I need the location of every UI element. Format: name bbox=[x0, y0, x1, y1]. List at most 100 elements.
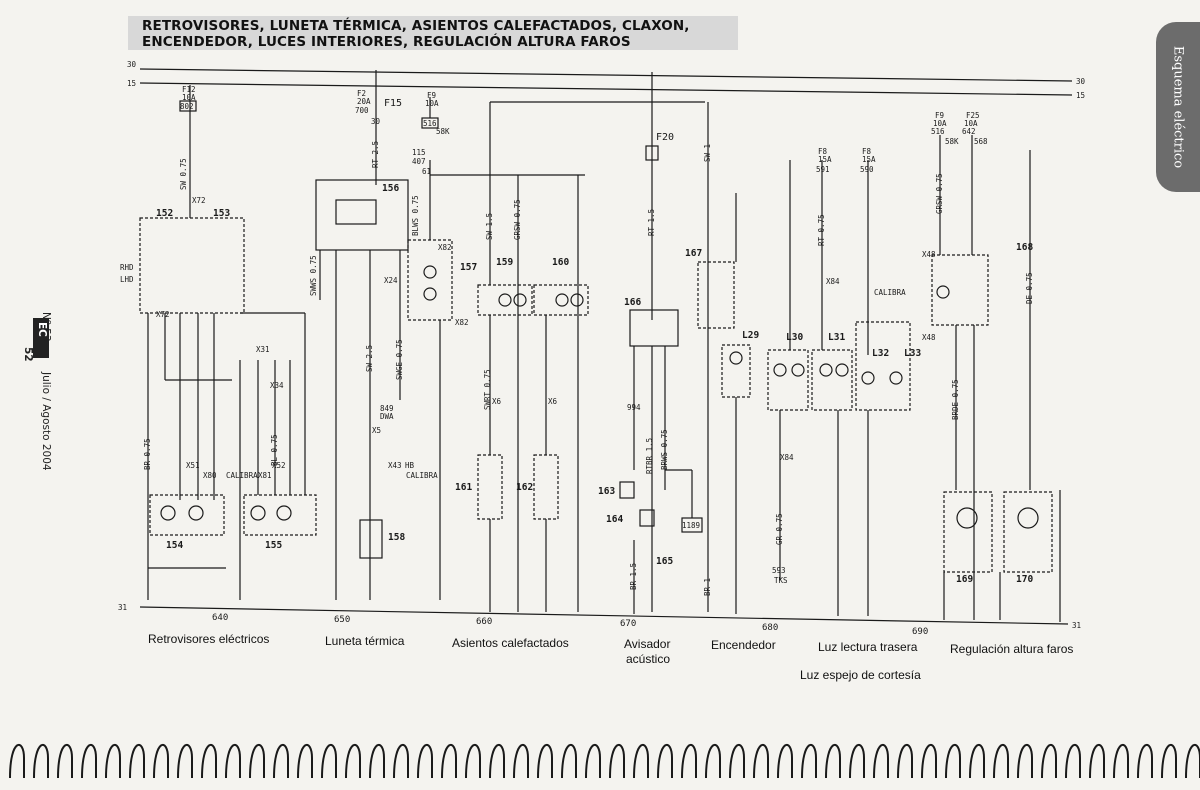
connector-x82-top: X82 bbox=[438, 243, 452, 252]
wire-label-br1: BR 1 bbox=[703, 578, 712, 596]
binding-ring bbox=[9, 743, 25, 779]
ground-number-650: 650 bbox=[334, 615, 350, 625]
component-160-box bbox=[533, 284, 589, 316]
binding-ring bbox=[489, 743, 505, 779]
connector-x81: X81 bbox=[258, 471, 272, 480]
tks-label: TKS bbox=[774, 576, 788, 585]
connector-x6-162: X6 bbox=[548, 397, 558, 406]
motor-155-a-icon bbox=[250, 505, 266, 521]
section-label-retrovisores: Retrovisores eléctricos bbox=[148, 632, 270, 646]
connector-x34: X34 bbox=[270, 381, 284, 390]
motor-170-icon bbox=[1017, 507, 1039, 529]
title-background bbox=[128, 16, 738, 50]
component-l33-label: L33 bbox=[904, 348, 921, 359]
binding-ring bbox=[153, 743, 169, 779]
fuse-f20-label: F20 bbox=[656, 132, 674, 143]
wire-label-br15: BR 1.5 bbox=[629, 563, 638, 590]
fuse-f12-label: F12 bbox=[182, 85, 196, 94]
connector-x84-top: X84 bbox=[826, 277, 840, 286]
calibra-label-luneta: CALIBRA bbox=[406, 471, 438, 480]
ground-number-670: 670 bbox=[620, 619, 636, 629]
component-168-label: 168 bbox=[1016, 242, 1033, 253]
connector-x72-bottom: X72 bbox=[156, 310, 170, 319]
binding-ring bbox=[729, 743, 745, 779]
component-170-box bbox=[1003, 491, 1053, 573]
lamp-159-b-icon bbox=[513, 293, 527, 307]
rail-31-label-left: 31 bbox=[118, 603, 127, 612]
binding-ring bbox=[1017, 743, 1033, 779]
fuse-f8b-code: 590 bbox=[860, 165, 874, 174]
binding-ring bbox=[849, 743, 865, 779]
component-167-label: 167 bbox=[685, 248, 702, 259]
motor-154-a-icon bbox=[160, 505, 176, 521]
section-label-faros: Regulación altura faros bbox=[950, 642, 1074, 656]
connector-x5: X5 bbox=[372, 426, 381, 435]
binding-ring bbox=[1089, 743, 1105, 779]
lamp-160-a-icon bbox=[555, 293, 569, 307]
component-156-label: 156 bbox=[382, 183, 399, 194]
wire-label-sw15: SW 1.5 bbox=[485, 213, 494, 240]
relay-lhd-label: LHD bbox=[120, 275, 134, 284]
dwa-label: DWA bbox=[380, 412, 394, 421]
connector-x82-bottom: X82 bbox=[455, 318, 469, 327]
rail-30-label-right: 30 bbox=[1076, 77, 1086, 86]
binding-ring bbox=[513, 743, 529, 779]
fuse-f8a-label: F8 bbox=[818, 147, 828, 156]
section-label-avisador-2: acústico bbox=[626, 652, 671, 666]
binding-ring bbox=[1041, 743, 1057, 779]
fuse-f12-code: 802 bbox=[180, 102, 194, 111]
component-l29-label: L29 bbox=[742, 330, 759, 341]
lamp-l31-b-icon bbox=[835, 363, 849, 377]
fuse-f8a-amp: 15A bbox=[818, 155, 832, 164]
connector-x84-l30: X84 bbox=[780, 453, 794, 462]
binding-ring bbox=[81, 743, 97, 779]
wire-label-brws075: BRWS 0.75 bbox=[660, 429, 669, 470]
binding-ring bbox=[1113, 743, 1129, 779]
connector-x80: X80 bbox=[203, 471, 217, 480]
component-161-box bbox=[477, 454, 503, 520]
fuse-f12-box bbox=[179, 100, 197, 112]
binding-ring bbox=[681, 743, 697, 779]
wire-label-grsw075-b: GRSW 0.75 bbox=[935, 173, 944, 214]
schematic: 30 15 30 15 31 31 F12 10A 802 F2 20A 700… bbox=[118, 60, 1086, 637]
lamp-157-a-icon bbox=[423, 265, 437, 279]
calibra-label-lectura: CALIBRA bbox=[874, 288, 906, 297]
component-167-box bbox=[697, 261, 735, 329]
component-156-box bbox=[315, 179, 409, 251]
component-155-label: 155 bbox=[265, 540, 282, 551]
binding-ring bbox=[33, 743, 49, 779]
binding-ring bbox=[561, 743, 577, 779]
binding-ring bbox=[585, 743, 601, 779]
fuse-f2-amp: 20A bbox=[357, 97, 371, 106]
binding-ring bbox=[705, 743, 721, 779]
wire-label-bl075: BL 0.75 bbox=[270, 434, 279, 466]
ground-number-640: 640 bbox=[212, 613, 228, 623]
component-l30-label: L30 bbox=[786, 332, 803, 343]
fuse-f25-amp: 10A bbox=[964, 119, 978, 128]
code-994: 994 bbox=[627, 403, 641, 412]
binding-ring bbox=[441, 743, 457, 779]
fuse-f9b-amp: 10A bbox=[933, 119, 947, 128]
lamp-l31-a-icon bbox=[819, 363, 833, 377]
section-label-avisador-1: Avisador bbox=[624, 637, 671, 651]
lamp-159-a-icon bbox=[498, 293, 512, 307]
rail-15-label-right: 15 bbox=[1076, 91, 1085, 100]
rail-15-label-left: 15 bbox=[127, 79, 136, 88]
connector-x31: X31 bbox=[256, 345, 270, 354]
binding-ring bbox=[633, 743, 649, 779]
binding-ring bbox=[345, 743, 361, 779]
binding-ring bbox=[393, 743, 409, 779]
binding-ring bbox=[801, 743, 817, 779]
component-l31-box bbox=[811, 349, 853, 411]
wire-label-group: SW 0.75 RT 2.5 SW 2.5 SW 1.5 GRSW 0.75 B… bbox=[143, 141, 1034, 596]
wire-label-de075: DE 0.75 bbox=[1025, 272, 1034, 304]
code-593: 593 bbox=[772, 566, 786, 575]
diagram-title-line-1: RETROVISORES, LUNETA TÉRMICA, ASIENTOS C… bbox=[142, 18, 690, 34]
binding-ring bbox=[297, 743, 313, 779]
component-164-label: 164 bbox=[606, 514, 623, 525]
binding-ring bbox=[465, 743, 481, 779]
component-160-label: 160 bbox=[552, 257, 569, 268]
connector-x48-top: X48 bbox=[922, 250, 936, 259]
hb-label: HB bbox=[405, 461, 415, 470]
connector-x6-161: X6 bbox=[492, 397, 502, 406]
